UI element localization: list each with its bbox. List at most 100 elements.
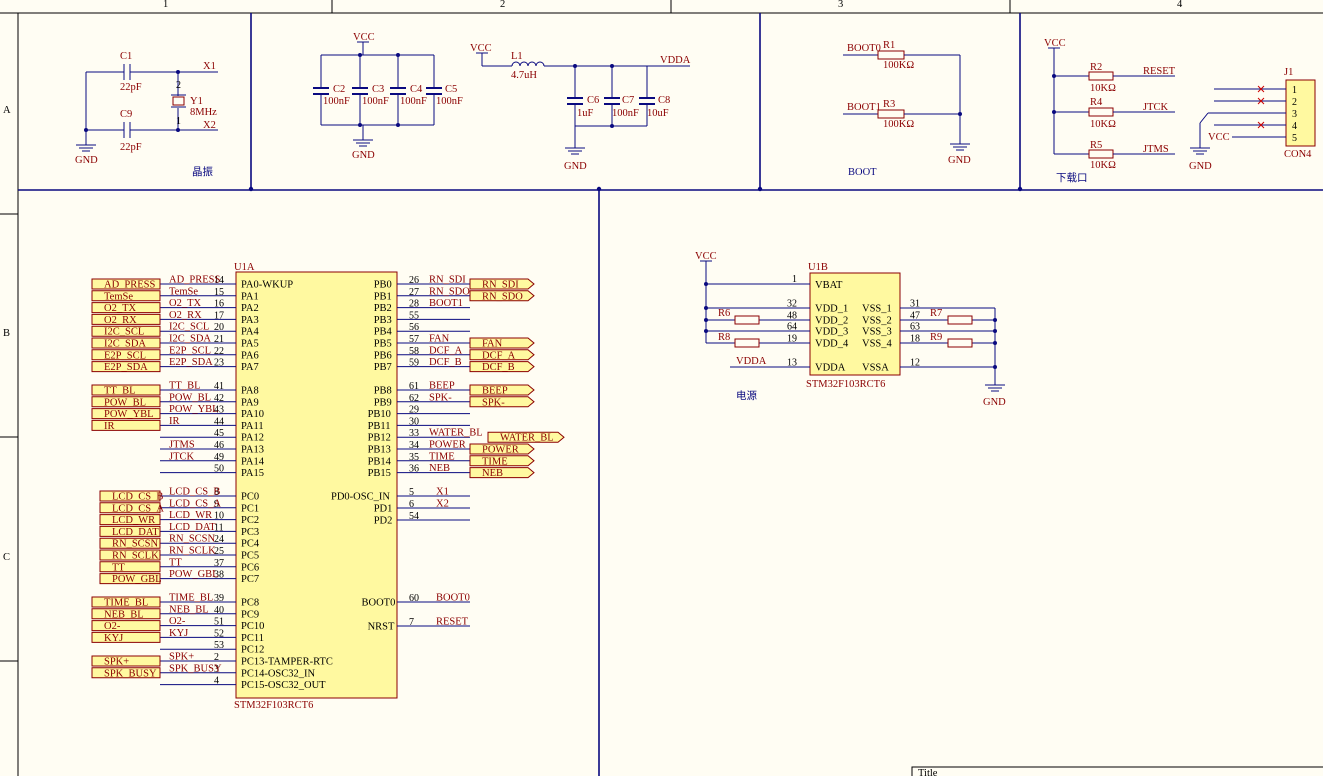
r9-ref: R9 — [930, 332, 942, 343]
u1a-ref: U1A — [234, 262, 255, 273]
u1a-pin-name: PB7 — [374, 362, 392, 373]
u1a-port-label: RN_SDO — [482, 291, 523, 302]
u1a-net-label: DCF_A — [429, 345, 463, 356]
u1a-pin-name: NRST — [368, 622, 395, 633]
u1a-port-label: TT_BL — [104, 386, 136, 397]
u1b-pin-number: 31 — [910, 299, 920, 310]
y1-value: 8MHz — [190, 107, 217, 118]
u1a-pin-number: 38 — [214, 570, 224, 581]
u1a-net-label: E2P_SDA — [169, 357, 213, 368]
decoupling-circuit: VCC C2 100nF C3 100nF C4 100nF C5 100nF — [313, 32, 463, 161]
u1b-power: U1B STM32F103RCT6 VBAT 1 VCC VDD_132VDD_… — [695, 251, 1006, 408]
u1a-pin-number: 3 — [214, 664, 219, 675]
vdda-net: VDDA — [660, 55, 691, 66]
u1a-port-label: POWER — [482, 445, 519, 456]
u1a-port-label: RN_SCSN — [112, 539, 159, 550]
u1a-pin-name: PA7 — [241, 362, 259, 373]
u1a-pin-number: 45 — [214, 428, 224, 439]
jtck-net: JTCK — [1143, 102, 1169, 113]
u1a-pin-name: PA9 — [241, 397, 259, 408]
u1a-port-label: LCD_CS_B — [112, 492, 163, 503]
u1a-pin-number: 52 — [214, 628, 224, 639]
u1a-net-label: JTCK — [169, 451, 195, 462]
u1b-pin-name: VSS_3 — [862, 327, 892, 338]
c9-ref: C9 — [120, 109, 132, 120]
crystal-section-label: 晶振 — [192, 165, 213, 178]
u1a-pin-name: PB8 — [374, 386, 392, 397]
u1b-vbat-num: 1 — [792, 274, 797, 285]
u1a-port — [91, 408, 161, 420]
u1a-pin-number: 8 — [214, 487, 219, 498]
u1a-port-label: DCF_A — [482, 350, 516, 361]
u1a-part: STM32F103RCT6 — [234, 700, 313, 711]
u1a-pin-name: PC4 — [241, 539, 260, 550]
u1a-net-label: I2C_SDA — [169, 334, 211, 345]
u1a-pin-number: 22 — [214, 346, 224, 357]
u1a-pin-number: 20 — [214, 322, 224, 333]
u1a-net-label: TemSe — [169, 286, 198, 297]
u1a-port-label: I2C_SDA — [104, 339, 146, 350]
u1a-pin-number: 57 — [409, 334, 419, 345]
u1a-pin-name: PB2 — [374, 303, 392, 314]
column-label-1: 1 — [163, 0, 168, 10]
u1b-pin-name: VDD_3 — [815, 327, 848, 338]
u1a-pin-number: 50 — [214, 464, 224, 475]
u1a-port — [99, 514, 161, 526]
u1a-pin-number: 4 — [214, 676, 219, 687]
section-dividers — [18, 13, 1323, 776]
u1a-port-label: DCF_B — [482, 362, 515, 373]
c8-ref: C8 — [658, 95, 670, 106]
r4-value: 10KΩ — [1090, 119, 1116, 130]
u1a-pin-name: PC15-OSC32_OUT — [241, 680, 326, 691]
u1a-port-label: TT — [112, 562, 125, 573]
vdda-vcc-label: VCC — [470, 43, 492, 54]
u1a-pin-name: PC2 — [241, 515, 259, 526]
u1a-port — [469, 278, 535, 290]
u1a-pin-name: PA4 — [241, 327, 259, 338]
u1b-vcc-label: VCC — [695, 251, 717, 262]
u1a-port — [469, 349, 535, 361]
u1a-pin-number: 43 — [214, 405, 224, 416]
u1a-pin-name: PC3 — [241, 527, 259, 538]
u1a-port-label: O2_TX — [104, 303, 136, 314]
u1a-net-label: NEB — [429, 463, 450, 474]
u1a-port — [91, 384, 161, 396]
u1a-port-label: SPK- — [482, 397, 505, 408]
u1a-port — [91, 419, 161, 431]
u1a-net-label: TT_BL — [169, 381, 201, 392]
r3-ref: R3 — [883, 99, 895, 110]
u1a-pin-name: PC12 — [241, 645, 264, 656]
u1a-pin-number: 37 — [214, 558, 224, 569]
u1a-pin-number: 55 — [409, 310, 419, 321]
u1a-port-label: TemSe — [104, 291, 133, 302]
u1a-pin-number: 25 — [214, 546, 224, 557]
u1a-net-label: O2_RX — [169, 310, 202, 321]
u1a-pin-name: PA0-WKUP — [241, 280, 293, 291]
x2-net: X2 — [203, 120, 216, 131]
j1-pin3: 3 — [1292, 109, 1297, 120]
u1a-pin-number: 28 — [409, 299, 419, 310]
u1a-pin-name: PA2 — [241, 303, 259, 314]
u1a-port — [469, 384, 535, 396]
u1a-net-label: TT — [169, 557, 182, 568]
u1a-port — [469, 455, 535, 467]
u1a-pin-name: PB14 — [368, 456, 392, 467]
u1a-port — [469, 443, 535, 455]
u1a-port — [91, 302, 161, 314]
c3-ref: C3 — [372, 84, 384, 95]
r1-ref: R1 — [883, 40, 895, 51]
u1a-net-label: SPK_BUSY — [169, 663, 222, 674]
u1a-port — [99, 549, 161, 561]
u1a-pin-name: PA5 — [241, 339, 259, 350]
u1a-net-label: LCD_DAT — [169, 522, 216, 533]
u1b-gnd-label: GND — [983, 397, 1006, 408]
boot1-net: BOOT1 — [847, 102, 881, 113]
u1b-vdda-net: VDDA — [736, 356, 767, 367]
j1-pin1: 1 — [1292, 85, 1297, 96]
u1a-pin-number: 62 — [409, 393, 419, 404]
u1b-pin-number: 47 — [910, 311, 920, 322]
x1-net: X1 — [203, 61, 216, 72]
u1a-pin-number: 58 — [409, 346, 419, 357]
c2-value: 100nF — [323, 96, 350, 107]
r5-ref: R5 — [1090, 140, 1102, 151]
